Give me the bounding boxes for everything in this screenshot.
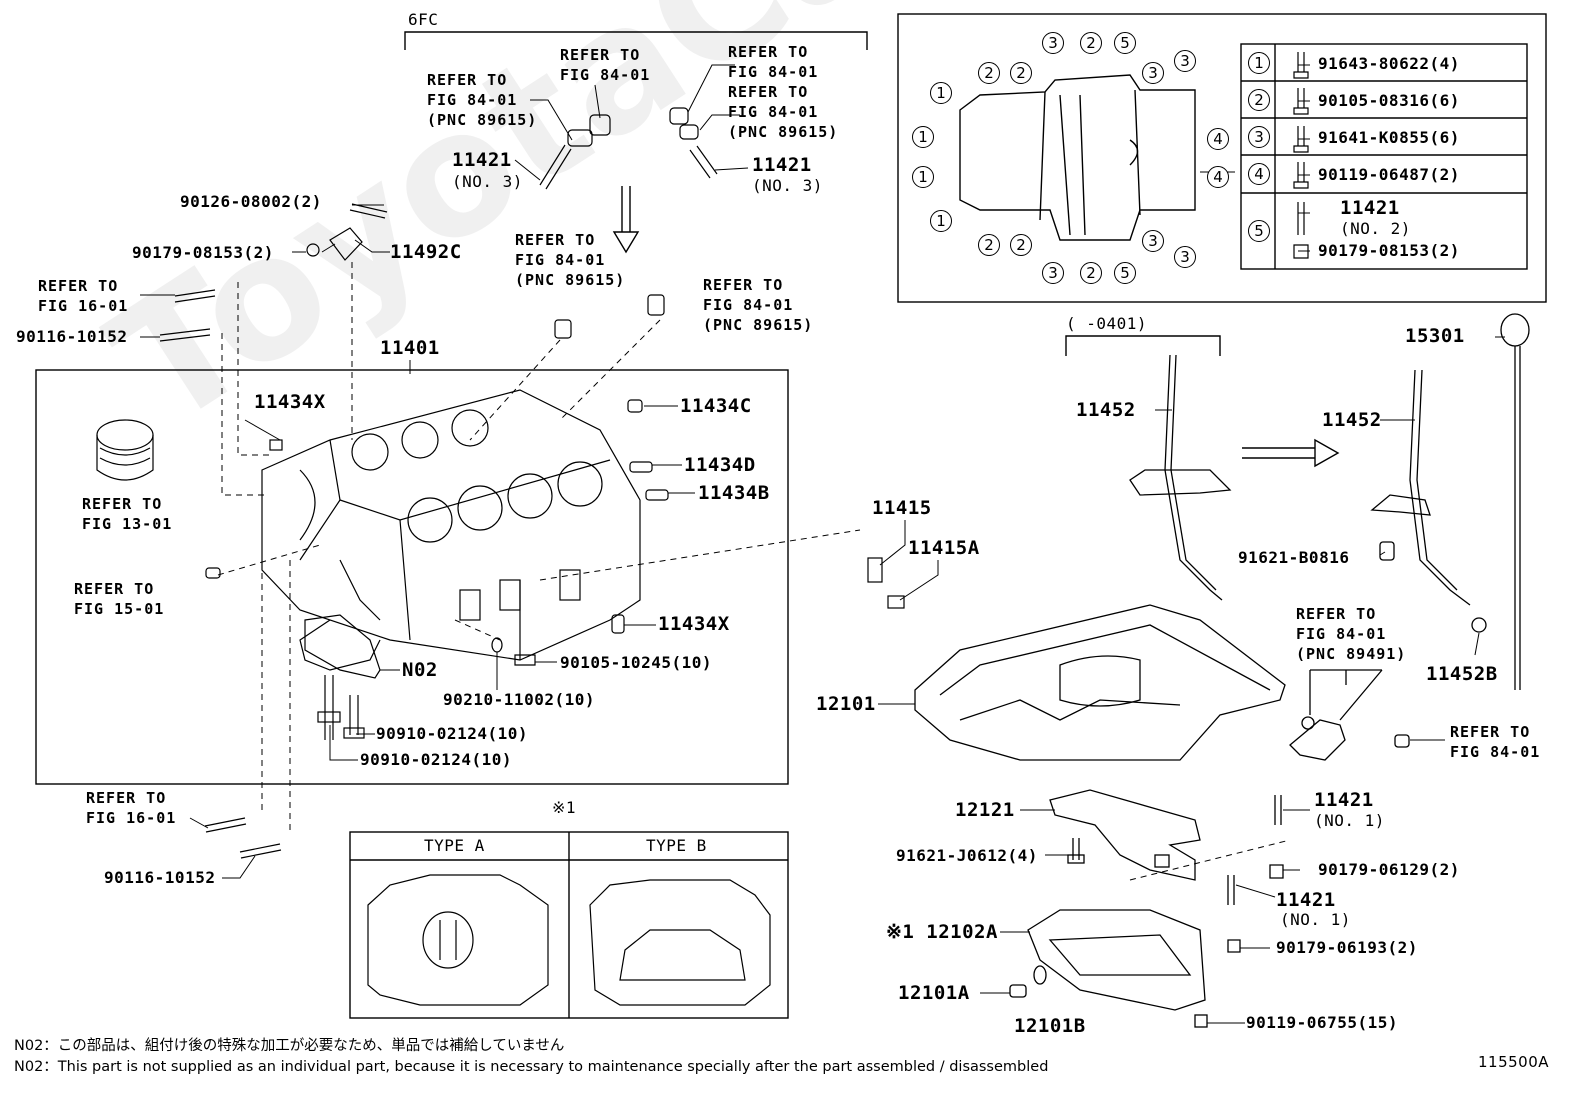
part-91621-b0816-label[interactable]: 91621-B0816: [1238, 548, 1350, 567]
part-11421-no3-right-label[interactable]: 11421: [752, 154, 812, 176]
part-12101b-label[interactable]: 12101B: [1014, 1015, 1086, 1037]
figure-code: 115500A: [1478, 1053, 1550, 1071]
type-b-heading: TYPE B: [646, 836, 707, 855]
legend-part-5b[interactable]: 90179-08153(2): [1318, 241, 1460, 260]
part-90116-10152-top-label[interactable]: 90116-10152: [16, 327, 128, 346]
part-90119-06755-label[interactable]: 90119-06755(15): [1246, 1013, 1398, 1032]
refer-fig-84-01-bottom-right-label[interactable]: REFER TO FIG 84-01: [1450, 723, 1541, 761]
part-90910-02124-a-label[interactable]: 90910-02124(10): [376, 724, 528, 743]
part-90910-02124-b-label[interactable]: 90910-02124(10): [360, 750, 512, 769]
part-11421-no1-b-sub: (NO. 1): [1280, 910, 1351, 929]
part-11452-left-label[interactable]: 11452: [1076, 399, 1136, 421]
refer-fig-84-01-pnc-89491-label[interactable]: REFER TO FIG 84-01 (PNC 89491): [1296, 605, 1407, 663]
part-11415-label[interactable]: 11415: [872, 497, 932, 519]
legend-part-5[interactable]: 11421: [1340, 197, 1400, 219]
part-11492c-label[interactable]: 11492C: [390, 241, 462, 263]
refer-fig-16-01-top-label[interactable]: REFER TO FIG 16-01: [38, 277, 129, 315]
callout-3-a: 3: [1042, 32, 1064, 54]
part-11452-right-label[interactable]: 11452: [1322, 409, 1382, 431]
callout-2-d: 2: [1010, 234, 1032, 256]
part-11415a-label[interactable]: 11415A: [908, 537, 980, 559]
callout-2-f: 2: [1080, 262, 1102, 284]
note-japanese: N02：この部品は、組付け後の特殊な加工が必要なため、単品では補給していません: [14, 1038, 565, 1054]
type-table-mark: ※1: [552, 798, 577, 817]
callout-1-d: 1: [930, 210, 952, 232]
callout-5-a: 5: [1114, 32, 1136, 54]
callout-3-c: 3: [1142, 62, 1164, 84]
part-n02-label[interactable]: N02: [402, 659, 438, 681]
part-90179-08153-label[interactable]: 90179-08153(2): [132, 243, 274, 262]
callout-5-b: 5: [1114, 262, 1136, 284]
part-15301-label[interactable]: 15301: [1405, 325, 1465, 347]
group-6fc-label: 6FC: [408, 10, 439, 29]
refer-fig-84-01-pnc-89615-label[interactable]: REFER TO FIG 84-01 (PNC 89615): [427, 71, 538, 129]
part-11421-no1-a-sub: (NO. 1): [1314, 811, 1385, 830]
part-11434x-bottom-label[interactable]: 11434X: [658, 613, 730, 635]
part-11421-no1-b-label[interactable]: 11421: [1276, 889, 1336, 911]
part-11421-no3-sub: (NO. 3): [452, 172, 523, 191]
legend-num-2: 2: [1248, 89, 1270, 111]
legend-part-1[interactable]: 91643-80622(4): [1318, 54, 1460, 73]
callout-2-c: 2: [978, 234, 1000, 256]
callout-2-a: 2: [978, 62, 1000, 84]
callout-2-b: 2: [1010, 62, 1032, 84]
part-90210-11002-label[interactable]: 90210-11002(10): [443, 690, 595, 709]
refer-fig-15-01-label[interactable]: REFER TO FIG 15-01: [74, 580, 165, 618]
date-range-label: ( -0401): [1066, 314, 1148, 333]
callout-1-a: 1: [930, 82, 952, 104]
part-90116-10152-bottom-label[interactable]: 90116-10152: [104, 868, 216, 887]
legend-part-3[interactable]: 91641-K0855(6): [1318, 128, 1460, 147]
legend-part-4[interactable]: 90119-06487(2): [1318, 165, 1460, 184]
part-90179-06193-label[interactable]: 90179-06193(2): [1276, 938, 1418, 957]
part-91621-j0612-label[interactable]: 91621-J0612(4): [896, 846, 1038, 865]
callout-1-c: 1: [912, 166, 934, 188]
callout-3-d: 3: [1174, 50, 1196, 72]
part-11421-no3-label[interactable]: 11421: [452, 149, 512, 171]
part-11434x-top-label[interactable]: 11434X: [254, 391, 326, 413]
legend-num-1: 1: [1248, 52, 1270, 74]
legend-num-5: 5: [1248, 220, 1270, 242]
callout-4-a: 4: [1207, 128, 1229, 150]
part-12121-label[interactable]: 12121: [955, 799, 1015, 821]
part-11421-no1-a-label[interactable]: 11421: [1314, 789, 1374, 811]
part-11401-label[interactable]: 11401: [380, 337, 440, 359]
refer-fig-84-01-center-label[interactable]: REFER TO FIG 84-01 (PNC 89615): [515, 231, 626, 289]
refer-fig-13-01-label[interactable]: REFER TO FIG 13-01: [82, 495, 173, 533]
callout-3-f: 3: [1174, 246, 1196, 268]
callout-4-b: 4: [1207, 166, 1229, 188]
part-12101a-label[interactable]: 12101A: [898, 982, 970, 1004]
part-90126-08002-label[interactable]: 90126-08002(2): [180, 192, 322, 211]
refer-fig-16-01-bottom-label[interactable]: REFER TO FIG 16-01: [86, 789, 177, 827]
part-11421-no3-right-sub: (NO. 3): [752, 176, 823, 195]
part-90105-10245-label[interactable]: 90105-10245(10): [560, 653, 712, 672]
part-12102a-label[interactable]: ※1 12102A: [886, 921, 998, 943]
part-11452b-label[interactable]: 11452B: [1426, 663, 1498, 685]
callout-1-b: 1: [912, 126, 934, 148]
refer-fig-84-01-label[interactable]: REFER TO FIG 84-01: [560, 46, 651, 84]
callout-2-e: 2: [1080, 32, 1102, 54]
part-11434c-label[interactable]: 11434C: [680, 395, 752, 417]
refer-fig-84-01-right-label[interactable]: REFER TO FIG 84-01 (PNC 89615): [703, 276, 814, 334]
legend-part-5-sub: (NO. 2): [1340, 219, 1411, 238]
refer-fig-84-01-group-label[interactable]: REFER TO FIG 84-01 REFER TO FIG 84-01 (P…: [728, 43, 839, 141]
part-12101-label[interactable]: 12101: [816, 693, 876, 715]
part-90179-06129-label[interactable]: 90179-06129(2): [1318, 860, 1460, 879]
part-11434d-label[interactable]: 11434D: [684, 454, 756, 476]
part-11434b-label[interactable]: 11434B: [698, 482, 770, 504]
legend-part-2[interactable]: 90105-08316(6): [1318, 91, 1460, 110]
note-english: N02：This part is not supplied as an indi…: [14, 1059, 1049, 1075]
legend-num-3: 3: [1248, 126, 1270, 148]
callout-3-b: 3: [1042, 262, 1064, 284]
callout-3-e: 3: [1142, 230, 1164, 252]
legend-num-4: 4: [1248, 163, 1270, 185]
type-a-heading: TYPE A: [424, 836, 485, 855]
